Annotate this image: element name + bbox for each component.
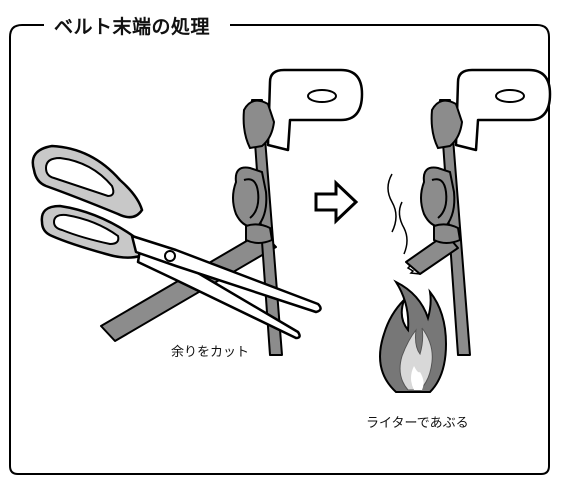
scissors-blade-lower	[136, 248, 301, 340]
left-illustration	[31, 68, 364, 356]
right-arrow	[314, 179, 359, 225]
knot-wrap-left	[243, 178, 260, 219]
knot-band-right	[433, 223, 462, 244]
scissors-handle-top-hole	[44, 156, 115, 198]
hook-hole-right	[495, 89, 525, 103]
belt-loop-left	[242, 99, 276, 150]
smoke-line-2	[398, 201, 408, 255]
hook-hole-left	[307, 89, 337, 103]
frame-border	[9, 24, 550, 475]
scissors	[31, 144, 322, 340]
page-title: ベルト末端の処理	[50, 12, 215, 39]
right-illustration	[379, 68, 552, 393]
hook-plate-left	[266, 68, 364, 152]
scissors-pivot	[164, 250, 176, 262]
hook-plate-right	[454, 68, 552, 152]
knot-band-left	[245, 223, 274, 244]
knot-left	[232, 166, 268, 228]
scissors-handle-bottom-hole	[52, 213, 120, 246]
knot-right	[420, 166, 456, 228]
scissors-blade-upper	[130, 234, 322, 314]
flame-inner	[399, 327, 433, 391]
burn-label: ライターであぶる	[366, 416, 469, 431]
cut-label: 余りをカット	[171, 345, 250, 360]
smoke-line-1	[387, 173, 397, 233]
flame-core	[411, 366, 424, 390]
knot-wrap-right	[431, 178, 448, 219]
cut-edge	[405, 261, 421, 275]
belt-loop-right	[430, 99, 464, 150]
